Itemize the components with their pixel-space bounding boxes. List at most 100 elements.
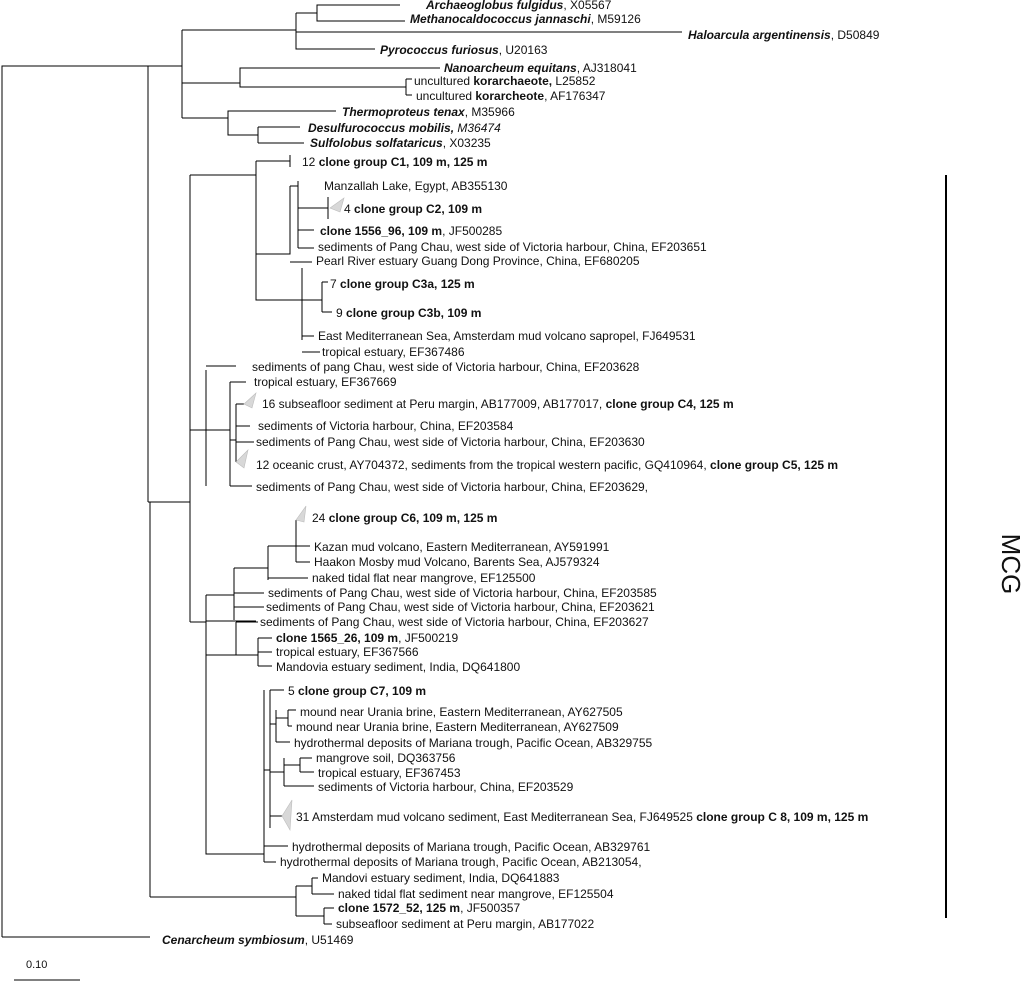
taxon-label-part: Kazan mud volcano, Eastern Mediterranean…	[314, 540, 610, 554]
taxon-label-pang-chau-ef203585: sediments of Pang Chau, west side of Vic…	[268, 586, 657, 600]
taxon-label-korarcheote-af176347: uncultured korarcheote, AF176347	[416, 89, 606, 103]
taxon-label-part: sediments of Victoria harbour, China, EF…	[318, 780, 574, 794]
taxon-label-part: 4	[344, 202, 354, 216]
c5-wedge	[235, 449, 249, 469]
taxon-label-part: 16 subseafloor sediment at Peru margin, …	[262, 397, 606, 411]
taxon-label-pang-chau-ef203651: sediments of Pang Chau, west side of Vic…	[318, 240, 707, 254]
taxon-label-sulfolobus: Sulfolobus solfataricus, X03235	[310, 136, 491, 150]
taxon-label-pang-chau-ef203627: sediments of Pang Chau, west side of Vic…	[260, 615, 649, 629]
taxon-label-part: , M35966	[465, 105, 515, 119]
taxon-label-part: East Mediterranean Sea, Amsterdam mud vo…	[318, 329, 696, 343]
taxon-label-part: sediments of Pang Chau, west side of Vic…	[256, 435, 645, 449]
taxon-label-part: clone group C5, 125 m	[710, 458, 838, 472]
taxon-label-clone-1572-52: clone 1572_52, 125 m, JF500357	[338, 901, 520, 915]
taxon-label-part: mound near Urania brine, Eastern Mediter…	[296, 720, 619, 734]
taxon-label-korarchaeote-l25852: uncultured korarchaeote, L25852	[414, 74, 596, 88]
taxon-label-part: Desulfurococcus mobilis,	[308, 121, 454, 135]
taxon-label-part: , AF176347	[544, 89, 606, 103]
taxon-label-cenarcheum: Cenarcheum symbiosum, U51469	[162, 933, 354, 947]
taxon-label-tropical-estuary-ef367453: tropical estuary, EF367453	[318, 766, 461, 780]
taxon-label-part: Pyrococcus furiosus	[380, 43, 499, 57]
taxon-label-pyrococcus: Pyrococcus furiosus, U20163	[380, 43, 548, 57]
taxon-label-part: hydrothermal deposits of Mariana trough,…	[292, 840, 651, 854]
taxon-label-manzallah-lake: Manzallah Lake, Egypt, AB355130	[324, 179, 508, 193]
root-branch	[1, 65, 148, 937]
euryarchaeota-branch	[182, 13, 297, 31]
taxon-label-part: Nanoarcheum equitans	[444, 61, 577, 75]
taxon-label-part: 12	[302, 155, 319, 169]
taxon-label-part: L25852	[552, 74, 596, 88]
taxon-label-victoria-ef203584: sediments of Victoria harbour, China, EF…	[258, 419, 514, 433]
taxon-label-mariana-ab329755: hydrothermal deposits of Mariana trough,…	[294, 736, 653, 750]
taxon-label-part: 12 oceanic crust, AY704372, sediments fr…	[256, 458, 710, 472]
taxon-label-archaeoglobus: Archaeoglobus fulgidus, X05567	[425, 0, 612, 12]
taxon-label-part: 31 Amsterdam mud volcano sediment, East …	[296, 810, 696, 824]
c4-node	[230, 404, 237, 441]
taxon-label-part: tropical estuary, EF367669	[254, 375, 397, 389]
crenarchaeota-subnode	[227, 118, 258, 136]
c8-wedge	[281, 799, 293, 832]
taxon-label-part: clone group C3b, 109 m	[346, 306, 481, 320]
taxon-label-mangrove-soil: mangrove soil, DQ363756	[316, 751, 456, 765]
taxon-label-tropical-estuary-ef367669: tropical estuary, EF367669	[254, 375, 397, 389]
c6-clade-branch	[190, 595, 207, 623]
taxon-label-part: mangrove soil, DQ363756	[316, 751, 456, 765]
taxon-label-part: 5	[288, 684, 298, 698]
korarchaeote-node	[239, 83, 406, 88]
taxon-label-part: Haloarcula argentinensis	[688, 28, 831, 42]
taxon-label-part: subseafloor sediment at Peru margin, AB1…	[336, 917, 594, 931]
mandovia-node	[205, 622, 237, 656]
taxon-label-part: clone group C3a, 125 m	[340, 277, 475, 291]
taxon-label-victoria-ef203529: sediments of Victoria harbour, China, EF…	[318, 780, 574, 794]
taxon-label-pang-chau-ef203628: sediments of pang Chau, west side of Vic…	[252, 360, 640, 374]
urania-node	[270, 710, 277, 725]
taxon-label-part: 9	[336, 306, 346, 320]
taxon-label-part: naked tidal flat sediment near mangrove,…	[338, 887, 614, 901]
taxon-label-part: tropical estuary, EF367566	[276, 645, 419, 659]
taxon-label-clone-group-c3a: 7 clone group C3a, 125 m	[330, 277, 475, 291]
taxon-label-part: , JF500357	[460, 901, 520, 915]
c2-wedge	[329, 197, 345, 213]
taxon-label-thermoproteus: Thermoproteus tenax, M35966	[342, 105, 515, 119]
c4-c5-clade-branch	[190, 370, 207, 431]
taxon-label-naked-tidal-ef125504: naked tidal flat sediment near mangrove,…	[338, 887, 614, 901]
c1-c3-clade-branch	[190, 161, 257, 176]
taxon-label-part: , U20163	[499, 43, 548, 57]
peru-clade-branch	[150, 886, 297, 898]
taxon-label-part: clone 1565_26, 109 m	[276, 631, 398, 645]
taxon-label-part: , X03235	[443, 136, 491, 150]
taxon-label-urania-ay627509: mound near Urania brine, Eastern Mediter…	[296, 720, 619, 734]
taxon-label-part: Thermoproteus tenax	[342, 105, 466, 119]
taxon-labels: Archaeoglobus fulgidus, X05567Methanocal…	[162, 0, 880, 947]
taxon-label-part: clone group C2, 109 m	[354, 202, 482, 216]
taxon-label-clone-1556-96: clone 1556_96, 109 m, JF500285	[320, 224, 502, 238]
taxon-label-part: Haakon Mosby mud Volcano, Barents Sea, A…	[314, 555, 600, 569]
taxon-label-part: , X05567	[563, 0, 611, 12]
taxon-label-clone-group-c8: 31 Amsterdam mud volcano sediment, East …	[296, 810, 868, 824]
taxon-label-clone-group-c6: 24 clone group C6, 109 m, 125 m	[312, 511, 497, 525]
taxon-label-methanocaldococcus: Methanocaldococcus jannaschi, M59126	[410, 12, 641, 26]
taxon-label-part: M36474	[454, 121, 501, 135]
taxon-label-tropical-estuary-ef367486: tropical estuary, EF367486	[322, 345, 465, 359]
taxon-label-part: sediments of pang Chau, west side of Vic…	[252, 360, 640, 374]
taxon-label-part: Manzallah Lake, Egypt, AB355130	[324, 179, 508, 193]
taxon-label-part: mound near Urania brine, Eastern Mediter…	[300, 705, 623, 719]
taxon-label-part: , AJ318041	[577, 61, 637, 75]
taxon-label-part: Archaeoglobus fulgidus	[425, 0, 564, 12]
taxon-label-part: korarcheote	[475, 89, 544, 103]
taxon-label-clone-group-c1: 12 clone group C1, 109 m, 125 m	[302, 155, 487, 169]
taxon-label-part: , JF500285	[442, 224, 502, 238]
taxon-label-mariana-ab213054: hydrothermal deposits of Mariana trough,…	[280, 855, 642, 869]
mcg-label: MCG	[996, 534, 1022, 595]
taxon-label-part: , JF500219	[398, 631, 458, 645]
taxon-label-part: sediments of Pang Chau, west side of Vic…	[256, 480, 648, 494]
taxon-label-clone-group-c5: 12 oceanic crust, AY704372, sediments fr…	[256, 458, 838, 472]
taxon-label-pang-chau-ef203621: sediments of Pang Chau, west side of Vic…	[266, 600, 655, 614]
taxon-label-tropical-estuary-ef367566: tropical estuary, EF367566	[276, 645, 419, 659]
nanoarcheum-korarchaeote-branch	[182, 67, 440, 84]
taxon-label-part: , M59126	[591, 12, 641, 26]
taxon-label-part: Sulfolobus solfataricus	[310, 136, 443, 150]
taxon-label-pang-chau-ef203630: sediments of Pang Chau, west side of Vic…	[256, 435, 645, 449]
taxon-label-clone-group-c3b: 9 clone group C3b, 109 m	[336, 306, 481, 320]
